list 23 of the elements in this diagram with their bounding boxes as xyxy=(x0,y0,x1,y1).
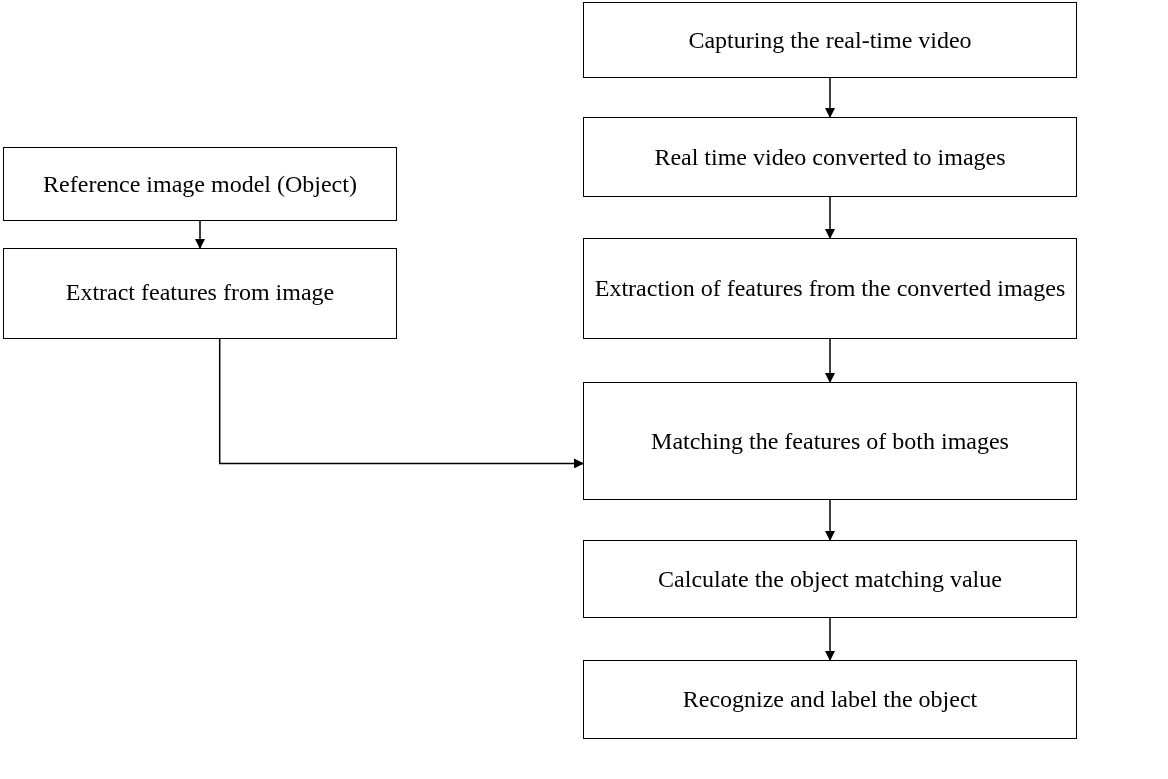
process-box xyxy=(583,540,1077,618)
box-label: Real time video converted to images xyxy=(654,142,1006,172)
process-box xyxy=(583,660,1077,739)
process-box xyxy=(583,117,1077,197)
box-label: Extraction of features from the converted images xyxy=(594,274,1066,304)
arrow xyxy=(825,499,835,541)
box-label: Calculate the object matching value xyxy=(658,564,1002,594)
process-box xyxy=(3,147,397,221)
arrow xyxy=(825,338,835,383)
box-label: Recognize and label the object xyxy=(682,685,978,715)
process-box xyxy=(583,238,1077,339)
arrow xyxy=(825,617,835,661)
process-box xyxy=(583,2,1077,78)
box-label: Capturing the real-time video xyxy=(688,25,972,55)
arrow xyxy=(218,338,584,469)
process-box xyxy=(583,382,1077,500)
arrow xyxy=(195,220,205,249)
arrow xyxy=(825,77,835,118)
box-label: Extract features from image xyxy=(65,278,335,307)
arrow xyxy=(825,196,835,239)
process-box xyxy=(3,248,397,339)
box-label: Matching the features of both images xyxy=(651,426,1009,456)
box-label: Reference image model (Object) xyxy=(43,169,357,199)
